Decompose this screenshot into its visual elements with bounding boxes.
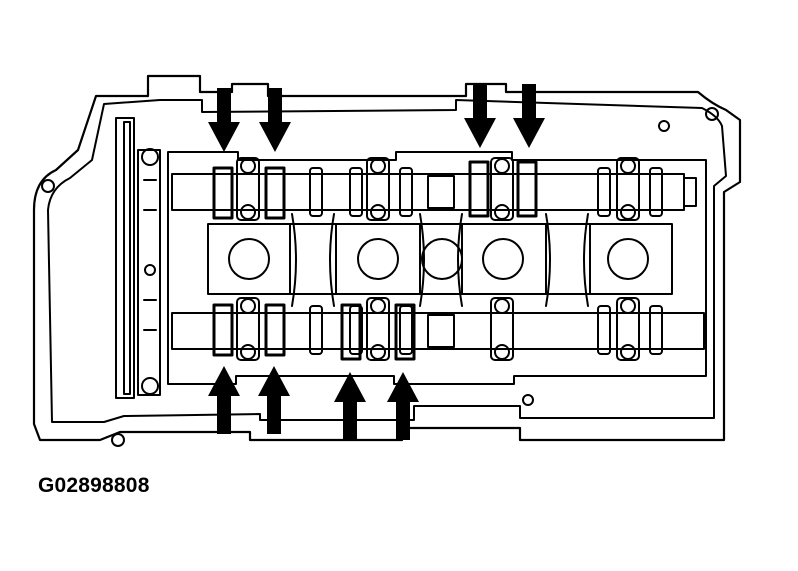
head-outline: [32, 74, 742, 447]
cap-bolt: [494, 204, 510, 220]
cam-lobe: [597, 167, 611, 217]
cam-lobe: [309, 305, 323, 355]
cap-bolt: [240, 344, 256, 360]
cap-bolt: [620, 298, 636, 314]
cam-lobe: [649, 305, 663, 355]
cap-bolt: [240, 204, 256, 220]
cam-lobe: [597, 305, 611, 355]
up-arrows: [208, 366, 419, 440]
arrow-up-1: [208, 366, 240, 434]
head-contour: [419, 213, 425, 307]
arrow-down-4: [513, 84, 545, 148]
cap-bolt: [620, 158, 636, 174]
cam-lobe: [399, 167, 413, 217]
head-contour: [583, 213, 589, 307]
cap-bolt: [494, 298, 510, 314]
cap-bolt: [240, 298, 256, 314]
cam-lobe: [649, 167, 663, 217]
cap-bolt: [620, 204, 636, 220]
cap-bolt: [494, 158, 510, 174]
cam-lobe: [309, 167, 323, 217]
arrow-up-2: [258, 366, 290, 434]
head-contour: [329, 213, 335, 307]
cam-lobe: [349, 167, 363, 217]
head-contour: [545, 213, 551, 307]
head-contour: [291, 213, 297, 307]
cam-parts: [236, 157, 663, 361]
cap-bolt: [370, 298, 386, 314]
indicated-journals: [212, 160, 538, 361]
intake-camshaft: [171, 173, 697, 211]
arrow-down-3: [464, 84, 496, 148]
cap-bolt: [370, 344, 386, 360]
spark-plug-wells: [207, 223, 673, 295]
arrow-down-2: [259, 88, 291, 152]
timing-cover: [115, 117, 161, 399]
arrow-up-3: [334, 372, 366, 440]
cap-bolt: [370, 204, 386, 220]
exhaust-camshaft: [171, 312, 705, 350]
arrow-down-1: [208, 88, 240, 152]
head-contour: [457, 213, 463, 307]
cap-bolt: [240, 158, 256, 174]
cap-bolt: [494, 344, 510, 360]
figure-caption: G02898808: [38, 474, 150, 497]
cap-bolt: [620, 344, 636, 360]
arrow-up-4: [387, 372, 419, 440]
cam-housing: [167, 151, 707, 385]
cap-bolt: [370, 158, 386, 174]
down-arrows: [208, 84, 545, 152]
